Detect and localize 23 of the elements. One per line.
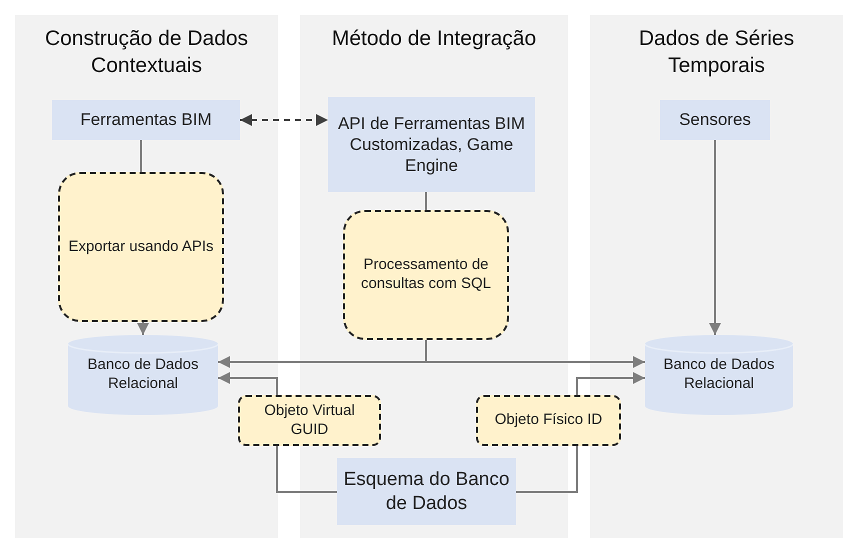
connector-line xyxy=(425,192,427,210)
arrow xyxy=(218,372,278,395)
arrow xyxy=(240,114,328,126)
column-title: Método de Integração xyxy=(330,26,538,52)
arrow xyxy=(709,140,721,335)
process-box: Esquema do Banco de Dados xyxy=(337,458,516,525)
dashed-process-box: Objeto Virtual GUID xyxy=(238,395,381,446)
connector-line xyxy=(276,446,337,493)
dashed-process-box: Objeto Físico ID xyxy=(476,395,621,446)
database-cylinder: Banco de Dados Relacional xyxy=(68,335,218,415)
database-cylinder: Banco de Dados Relacional xyxy=(645,335,793,415)
arrow xyxy=(137,322,149,335)
process-box: API de Ferramentas BIM Customizadas, Game Engine xyxy=(328,97,535,192)
dashed-process-box: Exportar usando APIs xyxy=(58,172,224,322)
connector-line xyxy=(516,446,578,493)
arrow xyxy=(576,372,645,395)
connector-line xyxy=(140,140,142,172)
process-box: Sensores xyxy=(660,100,770,140)
column-title: Dados de Séries Temporais xyxy=(638,26,796,79)
process-box: Ferramentas BIM xyxy=(52,100,240,140)
column-title: Construção de Dados Contextuais xyxy=(44,26,250,79)
column-panel xyxy=(590,15,843,538)
dashed-process-box: Processamento de consultas com SQL xyxy=(343,210,509,340)
